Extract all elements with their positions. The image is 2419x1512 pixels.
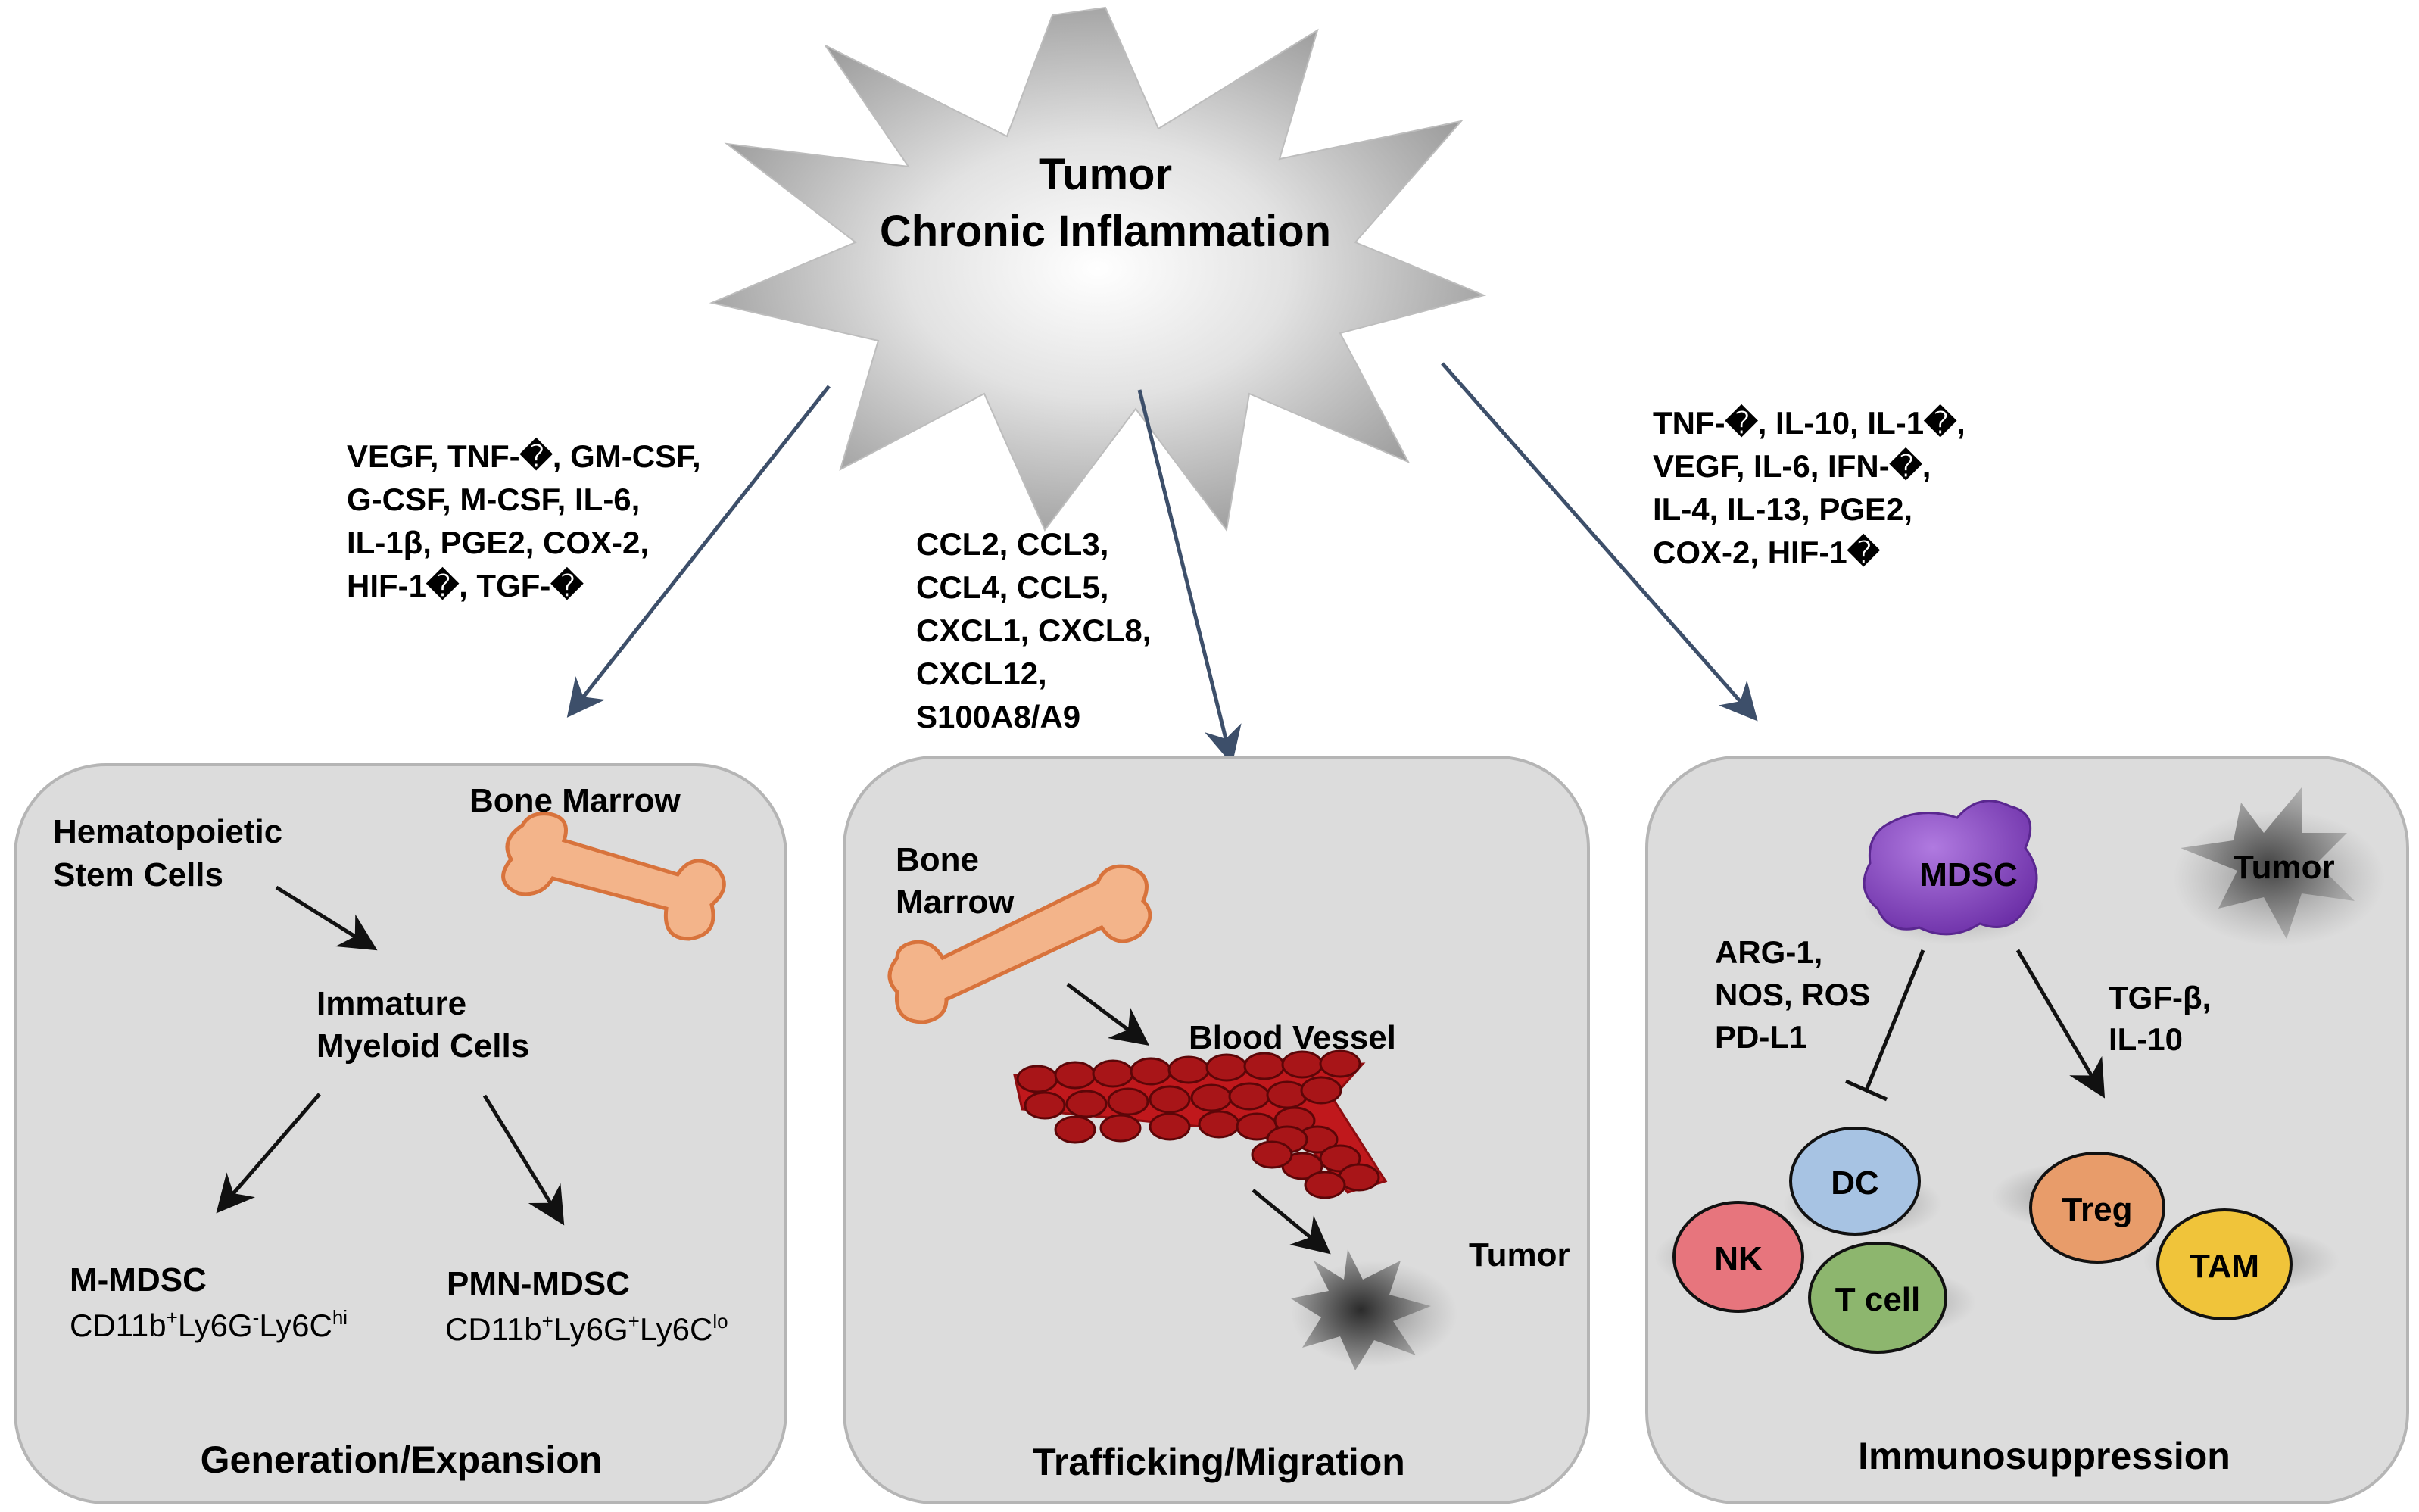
red-blood-cell bbox=[1243, 1052, 1286, 1080]
panel-trafficking-title: Trafficking/Migration bbox=[1033, 1441, 1405, 1483]
treg-cell bbox=[1991, 1152, 2165, 1264]
arrow-to-immunosuppression bbox=[1441, 362, 1758, 722]
factors-trafficking: CCL2, CCL3, CCL4, CCL5, CXCL1, CXCL8, CXCL1… bbox=[916, 526, 1151, 734]
bone-marrow-label-2-line1: Bone bbox=[896, 841, 979, 878]
factors-immunosuppression: TNF-�, IL-10, IL-1�, VEGF, IL-6, IFN-�, IL… bbox=[1653, 404, 1965, 570]
red-blood-cell bbox=[1205, 1053, 1248, 1082]
imc-label-line1: Immature bbox=[316, 985, 466, 1022]
dc-cell bbox=[1783, 1127, 1942, 1238]
inhibition-arrow bbox=[1844, 949, 1925, 1102]
red-blood-cell bbox=[1167, 1055, 1210, 1084]
factor-line: TNF-�, IL-10, IL-1�, bbox=[1653, 404, 1965, 441]
factors-generation: VEGF, TNF-�, GM-CSF, G-CSF, M-CSF, IL-6, I… bbox=[347, 437, 701, 603]
factor-line: VEGF, TNF-�, GM-CSF, bbox=[347, 437, 701, 474]
center-title-line2: Chronic Inflammation bbox=[880, 207, 1331, 256]
nk-cell bbox=[1654, 1201, 1813, 1313]
center-title-line1: Tumor bbox=[1039, 150, 1172, 199]
factor-line: HIF-1�, TGF-� bbox=[347, 566, 584, 603]
promote-factors-line1: TGF-β, bbox=[2109, 980, 2211, 1015]
red-blood-cell bbox=[1266, 1080, 1308, 1109]
arrow-hsc-to-imc bbox=[275, 885, 378, 951]
factor-line: IL-4, IL-13, PGE2, bbox=[1653, 491, 1912, 527]
red-blood-cell bbox=[1107, 1087, 1149, 1116]
red-blood-cell bbox=[1198, 1110, 1240, 1139]
arrow-to-trafficking bbox=[1137, 389, 1242, 765]
factor-line: CXCL1, CXCL8, bbox=[916, 613, 1151, 648]
red-blood-cell bbox=[1149, 1085, 1191, 1114]
red-blood-cell bbox=[1054, 1115, 1096, 1144]
tumor-icon-2 bbox=[1291, 1249, 1457, 1370]
red-blood-cell bbox=[1300, 1076, 1342, 1105]
pmn-label: PMN-MDSC bbox=[447, 1265, 630, 1302]
red-blood-cell bbox=[1016, 1065, 1058, 1093]
bone-icon bbox=[501, 812, 726, 941]
bone-marrow-label-2-line2: Marrow bbox=[896, 884, 1015, 921]
blood-vessel-icon bbox=[1013, 1049, 1388, 1199]
red-blood-cell bbox=[1251, 1140, 1293, 1169]
panel-generation bbox=[14, 763, 787, 1504]
red-blood-cell bbox=[1065, 1090, 1108, 1118]
red-blood-cell bbox=[1024, 1091, 1066, 1120]
red-blood-cell bbox=[1281, 1050, 1323, 1079]
dc-label: DC bbox=[1831, 1164, 1879, 1202]
tam-cell bbox=[2143, 1208, 2340, 1320]
inhibit-factors-line1: ARG-1, bbox=[1715, 934, 1822, 970]
red-blood-cell bbox=[1130, 1057, 1172, 1086]
bone-marrow-label: Bone Marrow bbox=[469, 782, 681, 819]
inhibit-factors-line3: PD-L1 bbox=[1715, 1019, 1806, 1055]
factor-line: CCL4, CCL5, bbox=[916, 569, 1108, 605]
mmdsc-label: M-MDSC bbox=[70, 1261, 207, 1298]
arrow-to-generation bbox=[566, 385, 831, 718]
tumor-label-2: Tumor bbox=[1469, 1236, 1570, 1274]
arrow-vessel-to-tumor bbox=[1252, 1189, 1331, 1255]
mmdsc-marker: CD11b+Ly6G-Ly6Chi bbox=[70, 1306, 348, 1343]
red-blood-cell bbox=[1092, 1059, 1134, 1088]
promote-factors-line2: IL-10 bbox=[2109, 1021, 2183, 1057]
factor-line: G-CSF, M-CSF, IL-6, bbox=[347, 482, 640, 517]
mdsc-cell bbox=[1863, 800, 2044, 945]
factor-line: CCL2, CCL3, bbox=[916, 526, 1108, 562]
pmn-marker: CD11b+Ly6G+Ly6Clo bbox=[445, 1310, 728, 1347]
factor-line: CXCL12, bbox=[916, 656, 1047, 691]
treg-label: Treg bbox=[2062, 1191, 2133, 1228]
bone-icon-2 bbox=[887, 864, 1152, 1024]
tumor-icon-3 bbox=[2173, 787, 2385, 946]
red-blood-cell bbox=[1149, 1112, 1191, 1141]
inhibit-factors-line2: NOS, ROS bbox=[1715, 977, 1870, 1012]
nk-label: NK bbox=[1714, 1240, 1763, 1277]
tcell-label: T cell bbox=[1835, 1281, 1921, 1318]
arrow-imc-to-mmdsc bbox=[216, 1093, 321, 1214]
tcell-cell bbox=[1808, 1242, 1976, 1354]
factor-line: S100A8/A9 bbox=[916, 699, 1080, 734]
red-blood-cell bbox=[1304, 1171, 1346, 1199]
red-blood-cell bbox=[1099, 1114, 1142, 1143]
factor-line: COX-2, HIF-1� bbox=[1653, 533, 1881, 570]
mdsc-label: MDSC bbox=[1919, 856, 2018, 893]
arrow-bone-to-vessel bbox=[1066, 983, 1149, 1046]
tumor-label-3: Tumor bbox=[2234, 849, 2335, 886]
factor-line: VEGF, IL-6, IFN-�, bbox=[1653, 447, 1931, 484]
hsc-label-line1: Hematopoietic bbox=[53, 813, 282, 850]
red-blood-cell bbox=[1054, 1061, 1096, 1090]
panel-immunosuppression-title: Immunosuppression bbox=[1858, 1435, 2230, 1477]
tumor-inflammation-star bbox=[709, 6, 1487, 532]
red-blood-cell bbox=[1228, 1082, 1270, 1111]
red-blood-cell bbox=[1319, 1049, 1361, 1078]
panel-generation-title: Generation/Expansion bbox=[201, 1439, 603, 1481]
red-blood-cell bbox=[1190, 1083, 1233, 1112]
hsc-label-line2: Stem Cells bbox=[53, 856, 223, 893]
arrow-mdsc-to-treg bbox=[2015, 949, 2106, 1099]
blood-vessel-label: Blood Vessel bbox=[1189, 1019, 1396, 1056]
imc-label-line2: Myeloid Cells bbox=[316, 1027, 529, 1065]
arrow-imc-to-pmn bbox=[482, 1094, 565, 1226]
tam-label: TAM bbox=[2190, 1248, 2259, 1285]
factor-line: IL-1β, PGE2, COX-2, bbox=[347, 525, 649, 560]
